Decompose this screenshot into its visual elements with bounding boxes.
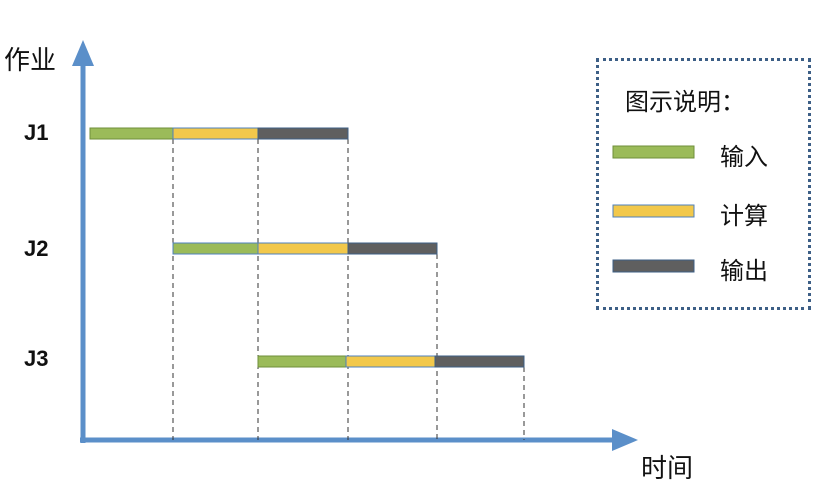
j3-compute-bar <box>345 355 436 368</box>
j3-input-bar <box>257 355 347 368</box>
j2-input-bar <box>172 242 259 255</box>
legend-swatch-output <box>612 259 695 273</box>
y-axis-label: 作业 <box>4 46 57 76</box>
j2-output-bar <box>347 242 438 255</box>
j1-input-bar <box>89 127 174 140</box>
j1-output-bar <box>257 127 349 140</box>
j2-compute-bar <box>257 242 349 255</box>
job-label-j3: J3 <box>24 346 49 371</box>
job-label-j2: J2 <box>24 236 49 261</box>
legend <box>596 58 811 310</box>
x-axis-arrow <box>612 429 638 451</box>
legend-label-compute: 计算 <box>720 202 768 230</box>
legend-title: 图示说明： <box>625 88 745 116</box>
j3-output-bar <box>434 355 525 368</box>
legend-swatch-compute <box>612 204 695 218</box>
j1-compute-bar <box>172 127 259 140</box>
legend-swatch-input <box>612 145 695 159</box>
legend-label-input: 输入 <box>720 143 768 171</box>
y-axis-arrow <box>72 40 94 66</box>
x-axis-label: 时间 <box>641 454 694 484</box>
dashed-guides <box>172 139 525 440</box>
job-label-j1: J1 <box>24 120 49 145</box>
legend-label-output: 输出 <box>720 257 768 285</box>
